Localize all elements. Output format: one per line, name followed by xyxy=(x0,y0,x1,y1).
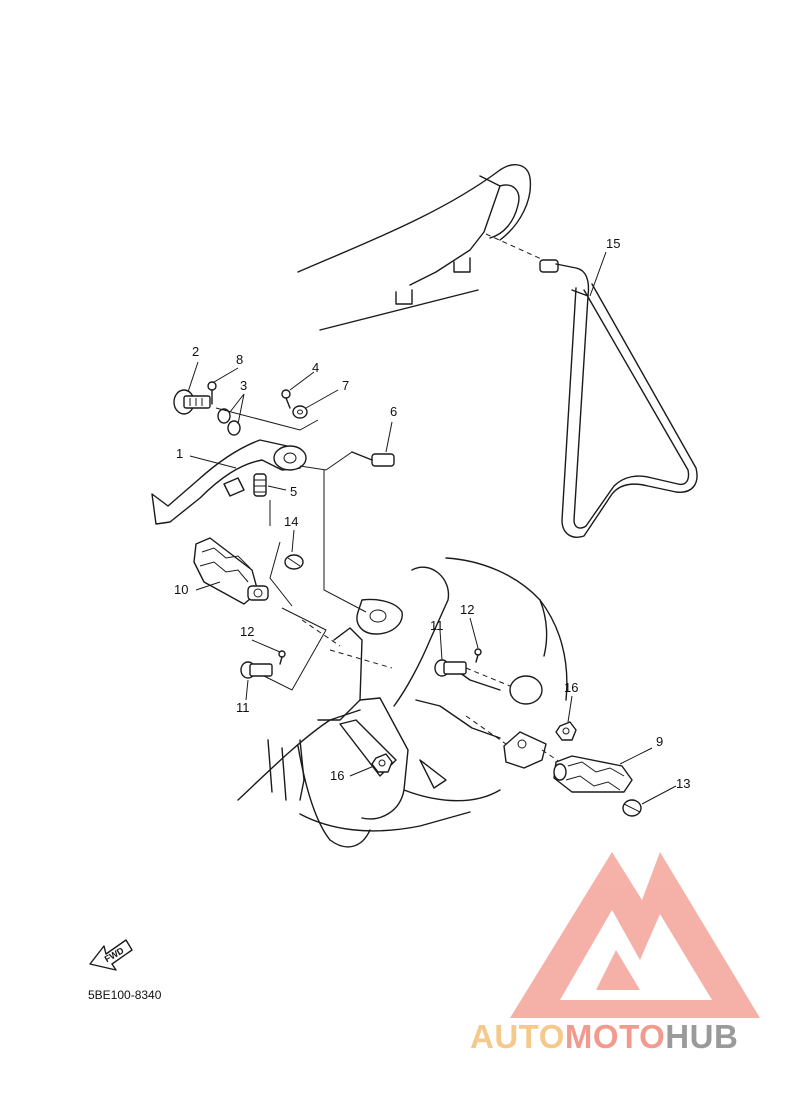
part-11-bolt-left xyxy=(240,661,273,679)
callout-11-left: 11 xyxy=(236,700,250,715)
part-4-cotter xyxy=(281,389,291,409)
callout-16-left: 16 xyxy=(330,768,344,783)
callout-labels: 1 2 3 4 5 6 7 8 9 10 11 11 12 12 13 14 1… xyxy=(174,236,690,791)
fwd-arrow-icon: FWD xyxy=(89,939,133,971)
part-7-washer xyxy=(292,405,308,419)
callout-8: 8 xyxy=(236,352,243,367)
callout-15: 15 xyxy=(606,236,620,251)
part-16-nut-right xyxy=(555,721,577,741)
callout-4: 4 xyxy=(312,360,319,375)
watermark-brand: AUTOMOTOHUB xyxy=(470,1018,738,1056)
callout-10: 10 xyxy=(174,582,188,597)
part-9-footrest-right xyxy=(553,755,633,793)
brand-moto: MOTO xyxy=(564,1018,666,1055)
part-8-pin xyxy=(207,381,217,405)
watermark-logo-icon xyxy=(510,852,760,1018)
part-5-spring xyxy=(253,473,267,497)
assembly-lines-left xyxy=(215,407,367,691)
engine-frame-outline xyxy=(237,557,568,848)
callout-6: 6 xyxy=(390,404,397,419)
rear-frame xyxy=(297,164,532,331)
part-3-o-rings xyxy=(217,408,241,436)
callout-13: 13 xyxy=(676,776,690,791)
callout-1: 1 xyxy=(176,446,183,461)
part-11-bolt-right xyxy=(434,659,511,687)
brand-hub: HUB xyxy=(665,1018,739,1055)
part-13-clip xyxy=(622,799,642,817)
callout-3: 3 xyxy=(240,378,247,393)
callout-7: 7 xyxy=(342,378,349,393)
part-12-pin-right xyxy=(474,648,482,663)
diagram-code: 5BE100-8340 xyxy=(88,988,162,1002)
callout-14: 14 xyxy=(284,514,298,529)
part-14-clip xyxy=(284,554,304,570)
callout-9: 9 xyxy=(656,734,663,749)
part-6-pin xyxy=(351,451,395,467)
callout-5: 5 xyxy=(290,484,297,499)
callout-2: 2 xyxy=(192,344,199,359)
callout-11-right: 11 xyxy=(430,618,444,633)
part-15-stand xyxy=(485,233,698,538)
callout-16-right: 16 xyxy=(564,680,578,695)
part-16-nut-left xyxy=(371,753,393,773)
leader-lines xyxy=(187,251,677,805)
part-2-pivot-bolt xyxy=(173,389,211,415)
footrest-bracket-right xyxy=(465,715,567,769)
brand-auto: AUTO xyxy=(470,1018,565,1055)
callout-12-right: 12 xyxy=(460,602,474,617)
part-12-pin-left xyxy=(278,650,286,665)
part-10-footrest-left xyxy=(193,537,269,605)
part-1-brake-pedal xyxy=(151,439,307,525)
callout-12-left: 12 xyxy=(240,624,254,639)
